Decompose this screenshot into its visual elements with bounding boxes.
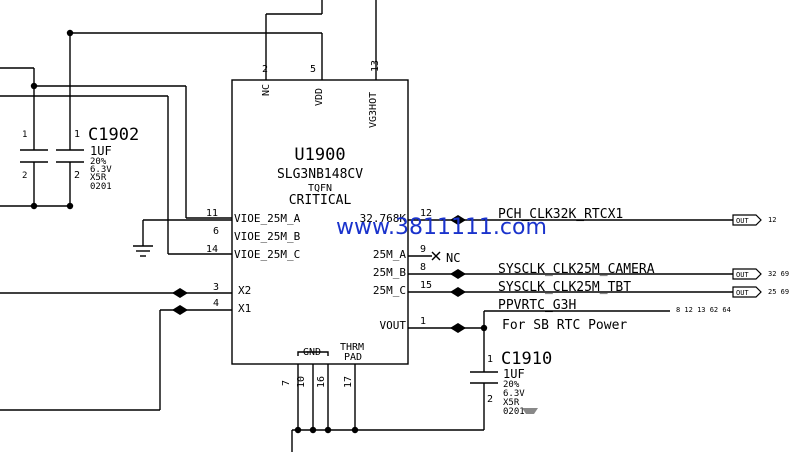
- pin-num-3: 3: [213, 282, 219, 293]
- pin-num-15: 15: [420, 280, 432, 291]
- pin-name-x1: X1: [238, 302, 251, 315]
- pin-name-25m-a: 25M_A: [373, 248, 406, 261]
- pin-num-9: 9: [420, 244, 426, 255]
- c1902-left-pin2: 2: [22, 171, 27, 181]
- pin-num-11: 11: [206, 208, 218, 219]
- c1910-ground-icon: [522, 408, 538, 414]
- c1910-tolerance: 20%: [503, 380, 520, 390]
- c1902-tolerance: 20%: [90, 157, 107, 167]
- pin-num-4: 4: [213, 298, 219, 309]
- u1900-body: [231, 79, 409, 365]
- net-pch-clk32k: PCH_CLK32K_RTCX1: [498, 207, 623, 222]
- junctions-left: [30, 29, 74, 210]
- c1902-pin2: 2: [74, 170, 80, 181]
- c1910-pin2: 2: [487, 394, 493, 405]
- c1902-size: 0201: [90, 182, 112, 192]
- c1910-size: 0201: [503, 407, 525, 417]
- pin-num-12: 12: [420, 208, 432, 219]
- pin-num-10: 10: [296, 376, 307, 388]
- pin-name-vioe-b: VIOE_25M_B: [234, 230, 301, 243]
- conn-32k: [450, 215, 466, 225]
- net-clk25m-camera: SYSCLK_CLK25M_CAMERA: [498, 262, 655, 277]
- pin-num-6: 6: [213, 226, 219, 237]
- c1910-dielectric: X5R: [503, 398, 520, 408]
- c1910-value: 1UF: [503, 367, 525, 381]
- c1910-pin1: 1: [487, 354, 493, 365]
- svg-text:OUT: OUT: [736, 217, 749, 225]
- svg-text:OUT: OUT: [736, 271, 749, 279]
- pad-label: PAD: [344, 352, 362, 363]
- pin-name-32k: 32.768K: [360, 212, 407, 225]
- net-ppvrtc-refs: 8 12 13 62 64: [676, 306, 731, 314]
- thrm-label: THRM: [340, 342, 364, 353]
- out-flag-camera: OUT: [732, 268, 762, 280]
- watermark: www.3811111.com: [336, 215, 547, 240]
- conn-25m-b: [450, 269, 466, 279]
- pin-name-x2: X2: [238, 284, 251, 297]
- pin-name-vioe-a: VIOE_25M_A: [234, 212, 301, 225]
- u1900-package: TQFN: [308, 183, 332, 194]
- pin-num-8: 8: [420, 262, 426, 273]
- c1910-symbol: [470, 371, 498, 384]
- pin-num-7: 7: [281, 380, 292, 386]
- ref-camera: 32 69: [768, 270, 789, 278]
- pin-num-17: 17: [343, 376, 354, 388]
- c1902-value: 1UF: [90, 144, 112, 158]
- ground-symbol: [133, 236, 153, 257]
- top-wires: [0, 0, 377, 255]
- pin-num-vg3hot: 13: [370, 60, 381, 72]
- pin-name-vdd: VDD: [314, 88, 325, 106]
- c1902-refdes: C1902: [88, 125, 139, 145]
- pin-name-25m-b: 25M_B: [373, 266, 406, 279]
- crystal-wires: [0, 292, 232, 411]
- c1910-refdes: C1910: [501, 349, 552, 369]
- pin-name-25m-c: 25M_C: [373, 284, 406, 297]
- connectors: [172, 215, 488, 333]
- bottom-wires: [291, 351, 484, 452]
- pin-num-1: 1: [420, 316, 426, 327]
- out-flag-tbt: OUT: [732, 286, 762, 298]
- gnd-label: GND: [303, 347, 321, 358]
- out-flag-pch: OUT: [732, 214, 762, 226]
- ref-tbt: 25 69: [768, 288, 789, 296]
- conn-25m-c: [450, 287, 466, 297]
- bottom-junctions: [294, 426, 359, 434]
- pin-name-vg3hot: VG3HOT: [368, 92, 379, 128]
- u1900-refdes: U1900: [294, 145, 345, 165]
- conn-x2: [172, 288, 188, 298]
- nc-x-marker: [431, 251, 441, 261]
- nc-label: NC: [446, 251, 460, 265]
- net-ppvrtc: PPVRTC_G3H: [498, 298, 576, 313]
- c1902-dielectric: X5R: [90, 173, 107, 183]
- conn-x1: [172, 305, 188, 315]
- svg-text:OUT: OUT: [736, 289, 749, 297]
- c1902-pin1: 1: [74, 129, 80, 140]
- u1900-part-number: SLG3NB148CV: [277, 167, 363, 182]
- pin-name-nc: NC: [261, 84, 272, 96]
- c1910-voltage: 6.3V: [503, 389, 525, 399]
- conn-vout: [450, 323, 466, 333]
- pin-name-vioe-c: VIOE_25M_C: [234, 248, 300, 261]
- note-sb-rtc: For SB RTC Power: [502, 318, 627, 333]
- pin-num-16: 16: [316, 376, 327, 388]
- pin-num-vdd: 5: [310, 64, 316, 75]
- ref-pch: 12: [768, 216, 776, 224]
- c1902-voltage: 6.3V: [90, 165, 112, 175]
- u1900-criticality: CRITICAL: [289, 193, 352, 208]
- net-clk25m-tbt: SYSCLK_CLK25M_TBT: [498, 280, 631, 295]
- pin-num-14: 14: [206, 244, 218, 255]
- pin-name-vout: VOUT: [380, 319, 407, 332]
- pin-num-nc: 2: [262, 64, 268, 75]
- c1902-symbol: [20, 149, 84, 163]
- c1902-left-pin1: 1: [22, 130, 27, 140]
